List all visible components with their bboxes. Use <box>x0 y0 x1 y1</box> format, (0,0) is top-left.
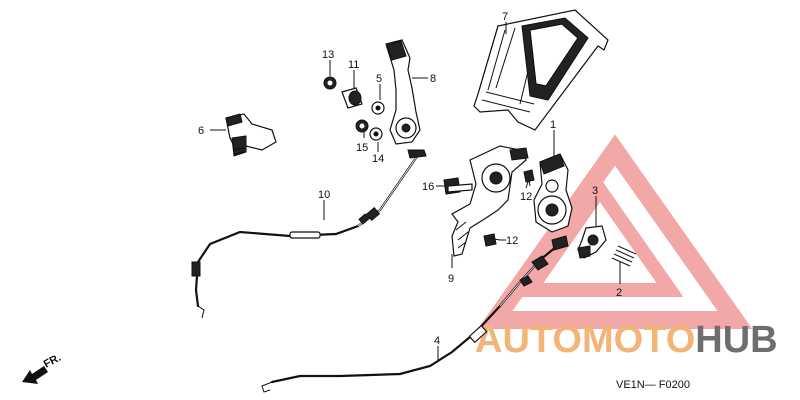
callout-4: 4 <box>434 335 440 347</box>
part-9-bracket <box>451 145 529 257</box>
callout-8: 8 <box>430 73 436 85</box>
watermark-brand-part1: AUTOMOTO <box>475 319 695 361</box>
watermark-brand-part2: HUB <box>695 319 777 361</box>
watermark-brand: AUTOMOTOHUB <box>475 319 778 361</box>
callout-16: 16 <box>422 181 434 193</box>
part-4-cable <box>261 235 569 393</box>
front-label: FR. <box>42 352 63 371</box>
diagram-code: VE1N— F0200 <box>616 379 690 391</box>
part-16-bolt <box>443 177 473 195</box>
part-8-lever <box>385 39 421 145</box>
part-7-cover <box>473 9 609 131</box>
leader-lines <box>210 22 621 362</box>
callout-9: 9 <box>448 273 454 285</box>
callout-6: 6 <box>198 125 204 137</box>
part-6-clamp <box>225 113 277 157</box>
callout-12-lower: 12 <box>506 235 518 247</box>
part-12-screw-upper <box>523 169 535 187</box>
part-2-spring <box>611 245 637 267</box>
part-10-cable <box>191 149 427 319</box>
callout-12-upper: 12 <box>520 191 532 203</box>
part-1-arm <box>533 153 573 233</box>
front-direction-marker: FR. <box>22 352 63 384</box>
callout-10: 10 <box>318 189 330 201</box>
part-13-nut <box>323 76 337 90</box>
callout-5: 5 <box>376 73 382 85</box>
callout-2: 2 <box>616 287 622 299</box>
watermark-logo: AUTOMOTOHUB <box>475 134 778 361</box>
callout-1: 1 <box>550 119 556 131</box>
callout-7: 7 <box>502 11 508 23</box>
part-3-arm <box>577 225 607 259</box>
callout-3: 3 <box>592 185 598 197</box>
callout-15: 15 <box>356 142 368 154</box>
part-11-collar <box>341 87 363 109</box>
part-12-screw-lower <box>483 233 501 247</box>
callout-labels: 7 8 13 11 5 15 14 6 10 1 16 12 12 3 9 2 … <box>198 11 622 347</box>
callout-13: 13 <box>322 49 334 61</box>
part-15-nut <box>355 119 369 133</box>
callout-11: 11 <box>348 59 359 71</box>
part-14-washer <box>369 127 383 141</box>
part-5-washer <box>371 101 385 115</box>
callout-14: 14 <box>372 153 384 165</box>
front-arrow-icon <box>22 366 48 384</box>
